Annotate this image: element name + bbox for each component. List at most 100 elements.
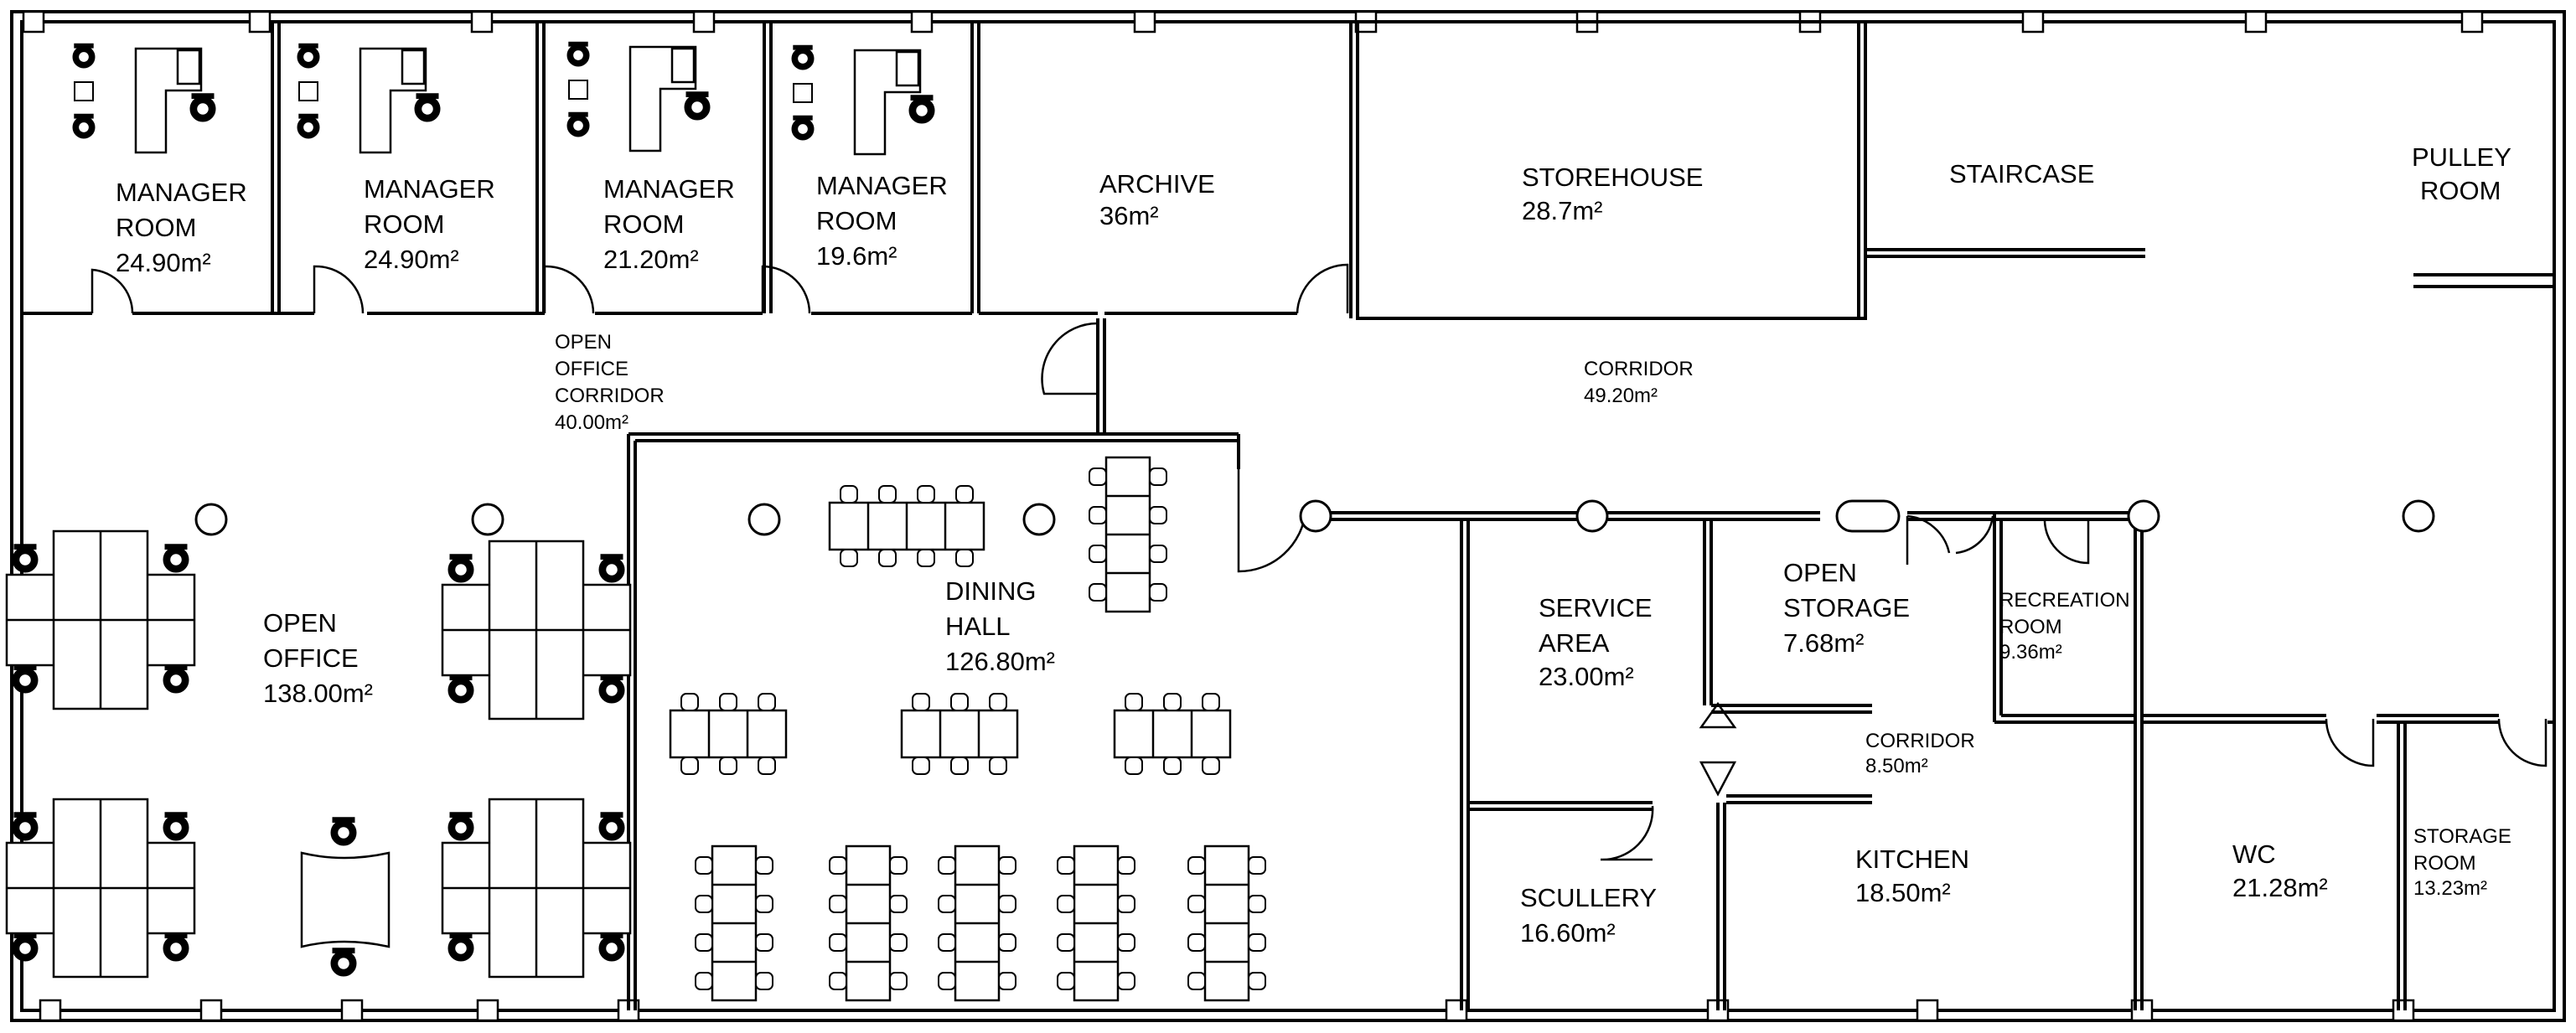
dining-table bbox=[1203, 844, 1250, 1002]
svg-text:MANAGER: MANAGER bbox=[603, 174, 735, 204]
chair-back bbox=[449, 674, 473, 680]
chair-back bbox=[164, 544, 188, 550]
chair-back bbox=[191, 93, 215, 99]
svg-text:PULLEY: PULLEY bbox=[2412, 142, 2511, 172]
svg-text:ROOM: ROOM bbox=[2413, 852, 2476, 875]
dining-chair-icon bbox=[998, 933, 1016, 952]
svg-text:9.36m²: 9.36m² bbox=[1999, 641, 2062, 664]
chair-hub bbox=[170, 674, 182, 686]
svg-text:HALL: HALL bbox=[945, 612, 1011, 641]
office-chair-icon bbox=[566, 41, 590, 67]
svg-text:24.90m²: 24.90m² bbox=[364, 245, 459, 274]
open-storage-label: OPEN STORAGE 7.68m² bbox=[1783, 558, 1910, 658]
dining-chair-icon bbox=[1248, 972, 1266, 990]
svg-text:ROOM: ROOM bbox=[116, 213, 196, 242]
side-table-icon bbox=[793, 83, 813, 103]
dining-chair-icon bbox=[1202, 757, 1220, 775]
svg-text:DINING: DINING bbox=[945, 576, 1037, 606]
chair-hub bbox=[606, 943, 618, 954]
dining-chair-icon bbox=[1117, 895, 1135, 913]
chair-hub bbox=[573, 50, 583, 60]
columns bbox=[194, 499, 2435, 536]
dining-chair-icon bbox=[1057, 933, 1075, 952]
chair-hub bbox=[79, 52, 89, 62]
wc-label: WC 21.28m² bbox=[2232, 839, 2328, 902]
office-chair-icon bbox=[163, 544, 189, 573]
office-chair-icon bbox=[330, 948, 357, 977]
dining-chair-icon bbox=[829, 856, 847, 875]
chair-back bbox=[600, 674, 623, 680]
chair-back bbox=[416, 93, 439, 99]
svg-text:16.60m²: 16.60m² bbox=[1520, 918, 1616, 948]
dining-chair-icon bbox=[695, 895, 713, 913]
staircase-label: STAIRCASE bbox=[1949, 159, 2094, 189]
dining-hall-label: DINING HALL 126.80m² bbox=[945, 576, 1055, 676]
dining-chair-icon bbox=[912, 693, 930, 711]
office-chair-icon bbox=[598, 932, 625, 962]
open-office-corridor-label: OPEN OFFICE CORRIDOR 40.00m² bbox=[555, 331, 665, 434]
dining-chair-icon bbox=[889, 972, 908, 990]
pilaster-icon bbox=[1445, 999, 1468, 1022]
svg-text:STORAGE: STORAGE bbox=[2413, 825, 2511, 848]
svg-text:STORAGE: STORAGE bbox=[1783, 593, 1910, 622]
dining-chair-icon bbox=[989, 757, 1007, 775]
svg-text:ROOM: ROOM bbox=[1999, 616, 2062, 638]
svg-text:CORRIDOR: CORRIDOR bbox=[555, 385, 665, 407]
office-chair-icon bbox=[297, 113, 320, 139]
dining-chair-icon bbox=[1163, 757, 1182, 775]
office-chair-icon bbox=[598, 674, 625, 704]
desk-return bbox=[895, 50, 920, 87]
office-chair-icon bbox=[447, 812, 474, 841]
dining-table bbox=[669, 709, 788, 759]
desk-return bbox=[670, 47, 696, 84]
chair-back bbox=[13, 812, 37, 818]
dining-table bbox=[1113, 709, 1232, 759]
office-chair-icon bbox=[908, 95, 935, 124]
svg-text:23.00m²: 23.00m² bbox=[1539, 662, 1634, 691]
chair-back bbox=[793, 115, 813, 121]
pilaster-icon bbox=[199, 999, 223, 1022]
archive-label: ARCHIVE 36m² bbox=[1099, 169, 1215, 230]
svg-text:21.20m²: 21.20m² bbox=[603, 245, 699, 274]
dining-chair-icon bbox=[938, 895, 956, 913]
dining-chair-icon bbox=[950, 757, 969, 775]
chair-hub bbox=[197, 103, 209, 115]
chair-back bbox=[164, 932, 188, 938]
svg-text:AREA: AREA bbox=[1539, 628, 1610, 658]
chair-back bbox=[600, 812, 623, 818]
service-area-label: SERVICE AREA 23.00m² bbox=[1539, 593, 1653, 691]
svg-text:36m²: 36m² bbox=[1099, 201, 1159, 230]
svg-text:13.23m²: 13.23m² bbox=[2413, 877, 2487, 900]
office-chair-icon bbox=[12, 812, 39, 841]
chair-hub bbox=[606, 564, 618, 576]
office-chair-icon bbox=[12, 664, 39, 694]
svg-text:OPEN: OPEN bbox=[1783, 558, 1857, 587]
chair-hub bbox=[19, 822, 31, 834]
svg-text:SERVICE: SERVICE bbox=[1539, 593, 1653, 622]
svg-text:STOREHOUSE: STOREHOUSE bbox=[1522, 163, 1703, 192]
pilaster-icon bbox=[340, 999, 364, 1022]
dining-chair-icon bbox=[1163, 693, 1182, 711]
office-chair-icon bbox=[297, 43, 320, 69]
dining-table bbox=[1073, 844, 1120, 1002]
dining-chair-icon bbox=[1248, 856, 1266, 875]
chair-hub bbox=[691, 101, 703, 113]
corridor-main-label: CORRIDOR 49.20m² bbox=[1584, 358, 1694, 407]
manager-room-4-label: MANAGER ROOM 19.6m² bbox=[816, 171, 948, 271]
pulley-room-label: PULLEY ROOM bbox=[2412, 142, 2511, 205]
side-table-icon bbox=[298, 81, 318, 101]
chair-hub bbox=[170, 822, 182, 834]
pilaster-icon bbox=[1916, 999, 1939, 1022]
pilaster-icon bbox=[2244, 10, 2268, 34]
chair-back bbox=[298, 43, 318, 49]
svg-text:OFFICE: OFFICE bbox=[555, 358, 628, 380]
chair-hub bbox=[338, 958, 349, 969]
storehouse-label: STOREHOUSE 28.7m² bbox=[1522, 163, 1703, 225]
desk-return bbox=[176, 49, 201, 85]
dining-table bbox=[711, 844, 758, 1002]
manager-desk bbox=[359, 47, 427, 154]
manager-room-3-label: MANAGER ROOM 21.20m² bbox=[603, 174, 735, 274]
dining-chair-icon bbox=[1089, 545, 1107, 563]
dining-chair-icon bbox=[755, 856, 773, 875]
storage-room-label: STORAGE ROOM 13.23m² bbox=[2413, 825, 2511, 900]
